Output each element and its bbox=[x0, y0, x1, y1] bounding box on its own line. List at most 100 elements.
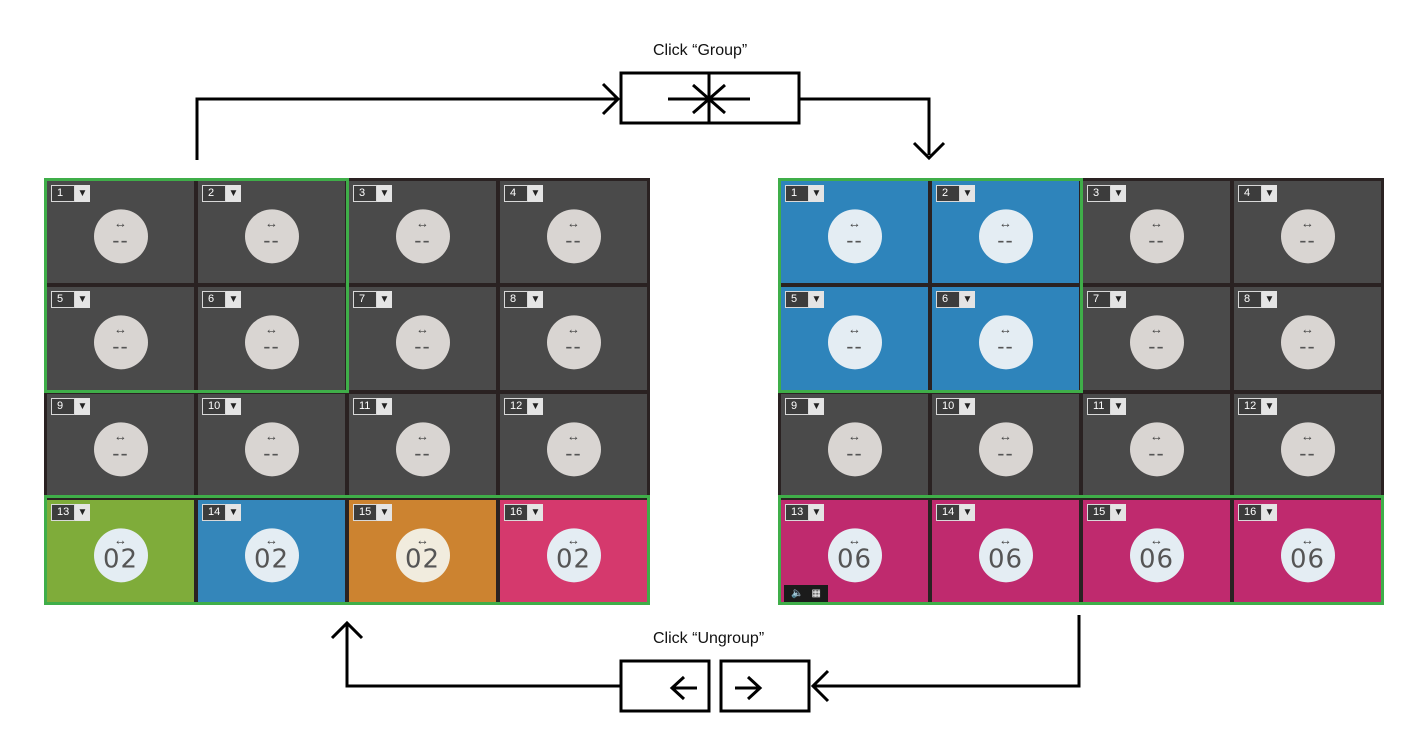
after-tile-3[interactable]: 3▼↔-- bbox=[1083, 181, 1230, 284]
tile-number-badge[interactable]: 16▼ bbox=[1238, 503, 1277, 521]
source-circle[interactable]: ↔02 bbox=[244, 528, 299, 583]
tile-number-badge[interactable]: 1▼ bbox=[51, 185, 90, 202]
source-circle[interactable]: ↔-- bbox=[244, 421, 299, 476]
source-circle[interactable]: ↔-- bbox=[244, 209, 299, 264]
chevron-down-icon[interactable]: ▼ bbox=[1262, 185, 1277, 202]
chevron-down-icon[interactable]: ▼ bbox=[960, 185, 975, 202]
chevron-down-icon[interactable]: ▼ bbox=[1111, 503, 1126, 521]
chevron-down-icon[interactable]: ▼ bbox=[1262, 291, 1277, 309]
chevron-down-icon[interactable]: ▼ bbox=[377, 291, 392, 309]
tile-number-badge[interactable]: 7▼ bbox=[1087, 291, 1126, 309]
tile-number-badge[interactable]: 10▼ bbox=[202, 397, 241, 415]
tile-number-badge[interactable]: 12▼ bbox=[504, 397, 543, 415]
before-tile-7[interactable]: 7▼↔-- bbox=[349, 287, 496, 390]
source-circle[interactable]: ↔-- bbox=[1280, 421, 1335, 476]
after-tile-16[interactable]: 16▼↔06 bbox=[1234, 499, 1381, 602]
source-circle[interactable]: ↔06 bbox=[978, 528, 1033, 583]
chevron-down-icon[interactable]: ▼ bbox=[960, 291, 975, 309]
chevron-down-icon[interactable]: ▼ bbox=[226, 397, 241, 415]
before-tile-6[interactable]: 6▼↔-- bbox=[198, 287, 345, 390]
after-tile-9[interactable]: 9▼↔-- bbox=[781, 393, 928, 496]
chevron-down-icon[interactable]: ▼ bbox=[960, 397, 975, 415]
tile-number-badge[interactable]: 4▼ bbox=[504, 185, 543, 202]
tile-number-badge[interactable]: 15▼ bbox=[1087, 503, 1126, 521]
after-tile-11[interactable]: 11▼↔-- bbox=[1083, 393, 1230, 496]
source-circle[interactable]: ↔-- bbox=[1129, 421, 1184, 476]
chevron-down-icon[interactable]: ▼ bbox=[75, 291, 90, 309]
tile-number-badge[interactable]: 3▼ bbox=[1087, 185, 1126, 202]
tile-number-badge[interactable]: 13▼ bbox=[51, 503, 90, 521]
after-tile-15[interactable]: 15▼↔06 bbox=[1083, 499, 1230, 602]
source-circle[interactable]: ↔-- bbox=[1129, 209, 1184, 264]
chevron-down-icon[interactable]: ▼ bbox=[809, 291, 824, 309]
tile-number-badge[interactable]: 2▼ bbox=[202, 185, 241, 202]
before-tile-12[interactable]: 12▼↔-- bbox=[500, 393, 647, 496]
after-tile-2[interactable]: 2▼↔-- bbox=[932, 181, 1079, 284]
chevron-down-icon[interactable]: ▼ bbox=[809, 397, 824, 415]
after-tile-8[interactable]: 8▼↔-- bbox=[1234, 287, 1381, 390]
before-tile-9[interactable]: 9▼↔-- bbox=[47, 393, 194, 496]
after-tile-10[interactable]: 10▼↔-- bbox=[932, 393, 1079, 496]
tile-number-badge[interactable]: 16▼ bbox=[504, 503, 543, 521]
source-circle[interactable]: ↔06 bbox=[827, 528, 882, 583]
ungroup-button[interactable] bbox=[619, 659, 811, 713]
before-tile-1[interactable]: 1▼↔-- bbox=[47, 181, 194, 284]
tile-number-badge[interactable]: 4▼ bbox=[1238, 185, 1277, 202]
tile-number-badge[interactable]: 14▼ bbox=[202, 503, 241, 521]
after-tile-7[interactable]: 7▼↔-- bbox=[1083, 287, 1230, 390]
tile-number-badge[interactable]: 6▼ bbox=[202, 291, 241, 309]
source-circle[interactable]: ↔-- bbox=[93, 209, 148, 264]
before-tile-16[interactable]: 16▼↔02 bbox=[500, 499, 647, 602]
source-circle[interactable]: ↔-- bbox=[978, 315, 1033, 370]
tile-number-badge[interactable]: 5▼ bbox=[51, 291, 90, 309]
chevron-down-icon[interactable]: ▼ bbox=[1111, 397, 1126, 415]
source-circle[interactable]: ↔-- bbox=[395, 421, 450, 476]
tile-number-badge[interactable]: 10▼ bbox=[936, 397, 975, 415]
tile-number-badge[interactable]: 7▼ bbox=[353, 291, 392, 309]
chevron-down-icon[interactable]: ▼ bbox=[75, 185, 90, 202]
source-circle[interactable]: ↔06 bbox=[1129, 528, 1184, 583]
before-tile-14[interactable]: 14▼↔02 bbox=[198, 499, 345, 602]
after-tile-1[interactable]: 1▼↔-- bbox=[781, 181, 928, 284]
source-circle[interactable]: ↔-- bbox=[546, 315, 601, 370]
tile-number-badge[interactable]: 3▼ bbox=[353, 185, 392, 202]
chevron-down-icon[interactable]: ▼ bbox=[1111, 291, 1126, 309]
tile-number-badge[interactable]: 1▼ bbox=[785, 185, 824, 202]
tile-number-badge[interactable]: 2▼ bbox=[936, 185, 975, 202]
source-circle[interactable]: ↔-- bbox=[395, 209, 450, 264]
tile-number-badge[interactable]: 11▼ bbox=[353, 397, 392, 415]
chevron-down-icon[interactable]: ▼ bbox=[377, 503, 392, 521]
source-circle[interactable]: ↔-- bbox=[978, 209, 1033, 264]
source-circle[interactable]: ↔-- bbox=[395, 315, 450, 370]
source-circle[interactable]: ↔02 bbox=[395, 528, 450, 583]
group-button[interactable] bbox=[619, 71, 801, 125]
chevron-down-icon[interactable]: ▼ bbox=[226, 291, 241, 309]
tile-number-badge[interactable]: 9▼ bbox=[51, 397, 90, 415]
before-tile-5[interactable]: 5▼↔-- bbox=[47, 287, 194, 390]
before-tile-4[interactable]: 4▼↔-- bbox=[500, 181, 647, 284]
tile-number-badge[interactable]: 8▼ bbox=[1238, 291, 1277, 309]
source-circle[interactable]: ↔-- bbox=[93, 315, 148, 370]
chevron-down-icon[interactable]: ▼ bbox=[377, 397, 392, 415]
source-circle[interactable]: ↔-- bbox=[827, 421, 882, 476]
source-circle[interactable]: ↔-- bbox=[1280, 209, 1335, 264]
chevron-down-icon[interactable]: ▼ bbox=[377, 185, 392, 202]
chevron-down-icon[interactable]: ▼ bbox=[528, 291, 543, 309]
source-circle[interactable]: ↔02 bbox=[546, 528, 601, 583]
speaker-icon[interactable]: 🔈 bbox=[791, 588, 804, 599]
chevron-down-icon[interactable]: ▼ bbox=[528, 503, 543, 521]
tile-number-badge[interactable]: 5▼ bbox=[785, 291, 824, 309]
source-circle[interactable]: ↔-- bbox=[978, 421, 1033, 476]
tile-number-badge[interactable]: 14▼ bbox=[936, 503, 975, 521]
after-tile-6[interactable]: 6▼↔-- bbox=[932, 287, 1079, 390]
chevron-down-icon[interactable]: ▼ bbox=[960, 503, 975, 521]
chevron-down-icon[interactable]: ▼ bbox=[809, 503, 824, 521]
source-circle[interactable]: ↔06 bbox=[1280, 528, 1335, 583]
source-circle[interactable]: ↔-- bbox=[546, 421, 601, 476]
before-tile-15[interactable]: 15▼↔02 bbox=[349, 499, 496, 602]
source-circle[interactable]: ↔-- bbox=[93, 421, 148, 476]
tile-number-badge[interactable]: 6▼ bbox=[936, 291, 975, 309]
chevron-down-icon[interactable]: ▼ bbox=[1111, 185, 1126, 202]
before-tile-11[interactable]: 11▼↔-- bbox=[349, 393, 496, 496]
grid-icon[interactable]: ▦ bbox=[811, 588, 821, 599]
